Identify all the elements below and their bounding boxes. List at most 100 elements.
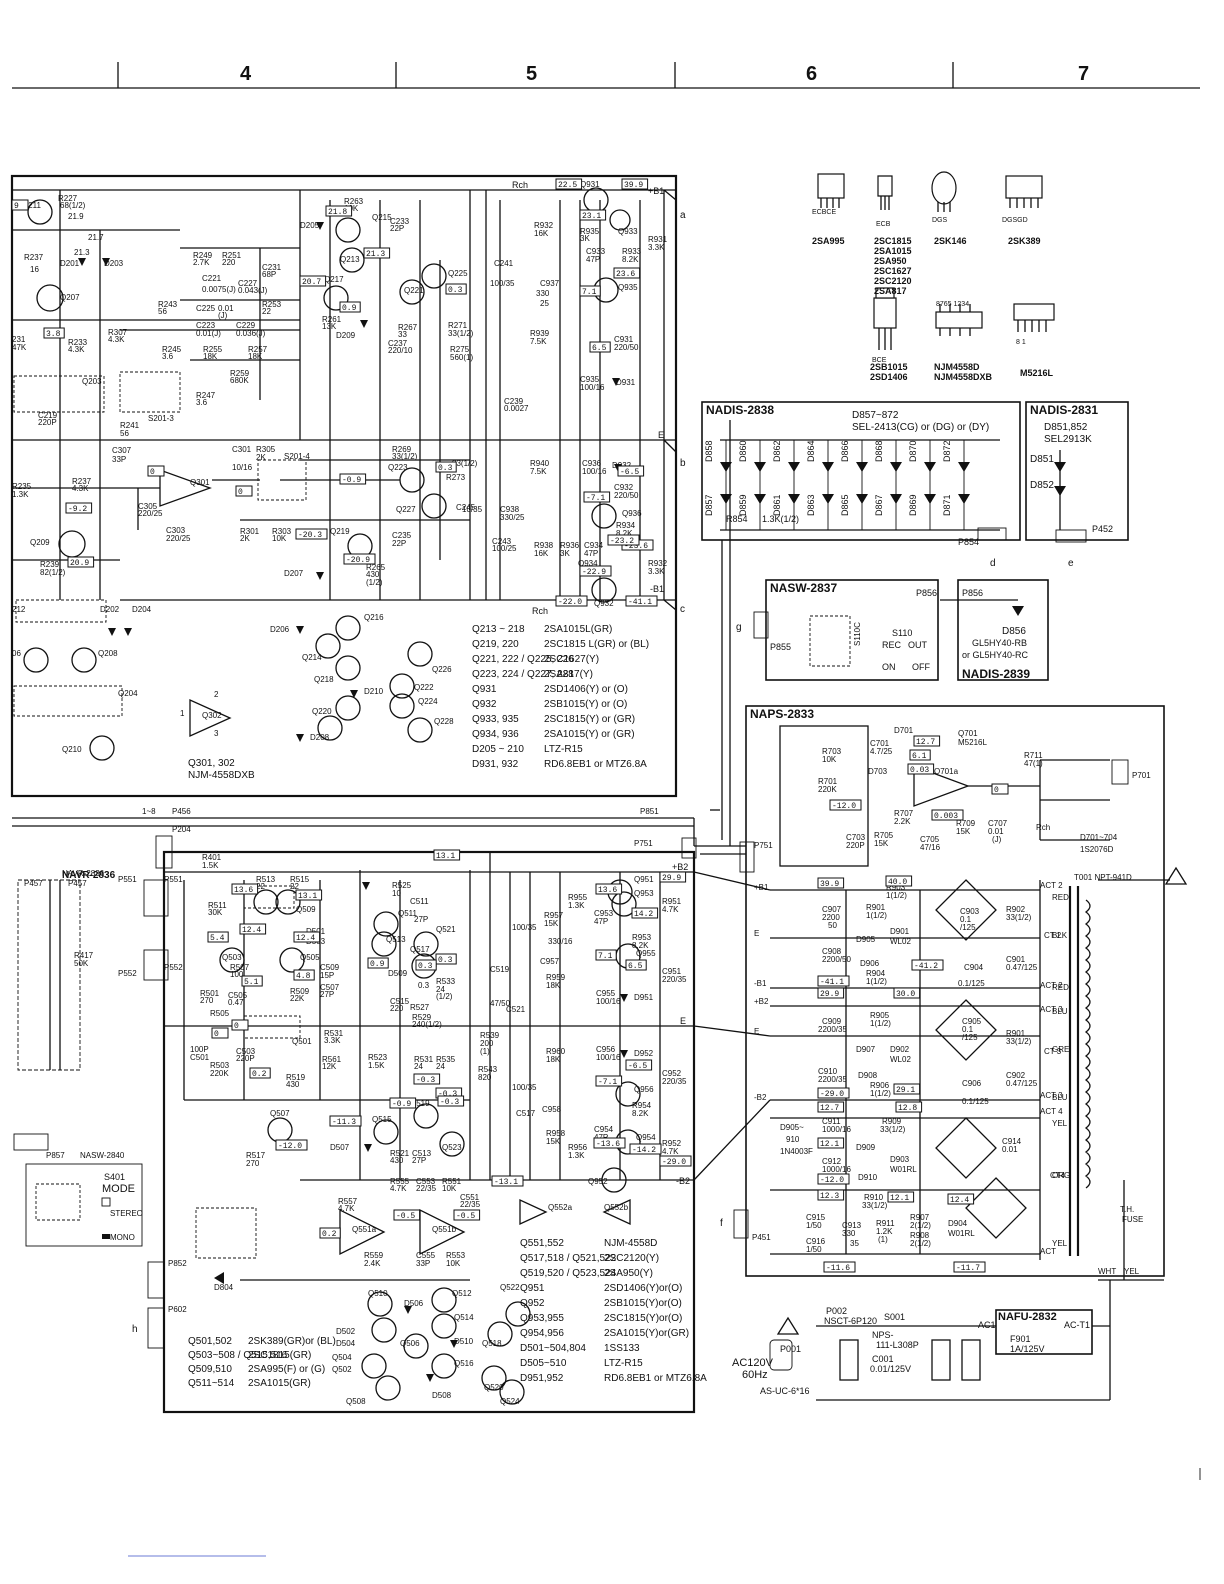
label-10-35-109: 10/35 xyxy=(462,505,483,514)
label-c231-15: C231 xyxy=(262,263,282,272)
voltage-box-22 xyxy=(389,1097,417,1109)
label-d703-7: D703 xyxy=(868,767,888,776)
label-1s2076d-29: 1S2076D xyxy=(1080,845,1114,854)
voltage-box-9 xyxy=(911,959,944,971)
conn-d: d xyxy=(990,558,996,569)
label-220-25-69: 220/25 xyxy=(166,534,191,543)
label-r940-142: R940 xyxy=(530,459,550,468)
label-c519-146: C519 xyxy=(490,965,510,974)
voltage-reading-30: 0 xyxy=(234,1022,239,1031)
led-label-bot-3: D863 xyxy=(806,494,816,516)
ref-part-3: 2SD1406(Y)or(O) xyxy=(604,1283,682,1294)
label-q954-176: Q954 xyxy=(636,1133,656,1142)
label-r902-43: R902 xyxy=(1006,905,1026,914)
label-r951-137: R951 xyxy=(662,897,682,906)
voltage-box-3 xyxy=(579,209,607,221)
label-c938-149: C938 xyxy=(500,505,520,514)
ref-part-7: 2SA1015(Y) or (GR) xyxy=(544,729,635,740)
voltage-reading-19: -20.9 xyxy=(346,556,370,565)
voltage-reading-22: -7.1 xyxy=(586,494,605,503)
ref-part-2: 2SC1627(Y) xyxy=(544,654,599,665)
label-r959-150: R959 xyxy=(546,973,566,982)
ac-frequency: 60Hz xyxy=(742,1369,768,1381)
label-4-7-25-6: 4.7/25 xyxy=(870,747,893,756)
voltage-reading-3: 23.1 xyxy=(582,212,601,221)
label-r269-102: R269 xyxy=(392,445,412,454)
voltage-reading-14: 0 xyxy=(238,488,243,497)
label-100-35-99: 100/35 xyxy=(490,279,515,288)
label-1-1-2-37: 1(1/2) xyxy=(866,911,887,920)
voltage-reading-16: 0 xyxy=(214,1030,219,1039)
label-27p-46: 27P xyxy=(320,990,334,999)
label-red-123: RED xyxy=(1052,983,1069,992)
label-r561-65: R561 xyxy=(322,1055,342,1064)
label-q302-182: Q302 xyxy=(202,711,222,720)
voltage-reading-15: 12.7 xyxy=(820,1104,839,1113)
upper-rail-labels: +B1 a E b -B1 c Rch Rch xyxy=(512,180,686,616)
label-1-2-118: (1/2) xyxy=(366,578,383,587)
label-c555-105: C555 xyxy=(416,1251,436,1260)
label-270-50: 270 xyxy=(200,996,214,1005)
label-06-179: 06 xyxy=(12,649,21,658)
voltage-box-4 xyxy=(239,923,267,935)
label-r543-76: R543 xyxy=(478,1065,498,1074)
voltage-reading-2: 13.6 xyxy=(598,886,617,895)
label-c505-47: C505 xyxy=(228,991,248,1000)
package-pins-1: ECB xyxy=(876,221,891,228)
label-2-7k-12: 2.7K xyxy=(193,258,210,267)
label-j-23: (J) xyxy=(218,311,228,320)
label-r525-17: R525 xyxy=(392,881,412,890)
conn-c: c xyxy=(680,604,685,615)
label-0-47-48: 0.47 xyxy=(228,998,244,1007)
label-21-3-5: 21.3 xyxy=(74,248,90,257)
ref-designator-0: Q213 ~ 218 xyxy=(472,624,525,635)
label-q516-124: Q516 xyxy=(454,1359,474,1368)
label-d908-67: D908 xyxy=(858,1071,878,1080)
label-1-3k-132: 1.3K xyxy=(568,901,585,910)
label-8-2k-153: 8.2K xyxy=(616,529,633,538)
label-d904-107: D904 xyxy=(948,1219,968,1228)
voltage-reading-6: 5.4 xyxy=(210,934,225,943)
voltage-box-4 xyxy=(325,205,353,217)
label-c229-30: C229 xyxy=(236,321,256,330)
voltage-reading-26: -13.6 xyxy=(596,1140,620,1149)
label-d207-115: D207 xyxy=(284,569,304,578)
label-r709-15: R709 xyxy=(956,819,976,828)
on-label: ON xyxy=(882,662,896,672)
label-q522-116: Q522 xyxy=(500,1283,520,1292)
voltage-reading-19: 12.1 xyxy=(890,1194,909,1203)
label-d510-120: D510 xyxy=(454,1337,474,1346)
voltage-box-2 xyxy=(621,178,649,190)
stereo-label: STEREO xyxy=(110,1209,143,1218)
label-fuse-111: FUSE xyxy=(1122,1215,1143,1224)
label-33-1-2-44: 33(1/2) xyxy=(1006,913,1032,922)
label-q510-112: Q510 xyxy=(368,1289,388,1298)
voltage-box-10 xyxy=(579,285,601,297)
voltage-box-6 xyxy=(299,275,327,287)
package-2sk146-icon xyxy=(931,171,957,205)
label-0-47-125-52: 0.47/125 xyxy=(1006,963,1038,972)
label-q209-74: Q209 xyxy=(30,538,50,547)
label-15k-171: 15K xyxy=(546,1137,561,1146)
label-w01rl-108: W01RL xyxy=(948,1229,975,1238)
label-1-3k-175: 1.3K xyxy=(568,1151,585,1160)
rail-minus-b1: -B1 xyxy=(650,584,664,594)
label-680k-45: 680K xyxy=(230,376,249,385)
voltage-reading-27: -14.2 xyxy=(632,1146,656,1155)
label-c503-57: C503 xyxy=(236,1047,256,1056)
nadis-2838-note1: D857~872 xyxy=(852,410,899,421)
led-label-top-0: D858 xyxy=(704,440,714,462)
rail-e-mid: E xyxy=(680,1016,686,1026)
label-220p-21: 220P xyxy=(846,841,865,850)
label-50k-28: 50K xyxy=(74,959,89,968)
label-330-16-145: 330/16 xyxy=(548,937,573,946)
label-68p-16: 68P xyxy=(262,270,276,279)
led-label-bot-5: D867 xyxy=(874,494,884,516)
label-1-2-40: (1/2) xyxy=(436,992,453,1001)
warning-icon-mains xyxy=(776,1316,800,1335)
voltage-reading-18: -20.3 xyxy=(298,531,322,540)
voltage-box-1 xyxy=(909,749,931,761)
voltage-reading-10: 7.1 xyxy=(582,288,597,297)
